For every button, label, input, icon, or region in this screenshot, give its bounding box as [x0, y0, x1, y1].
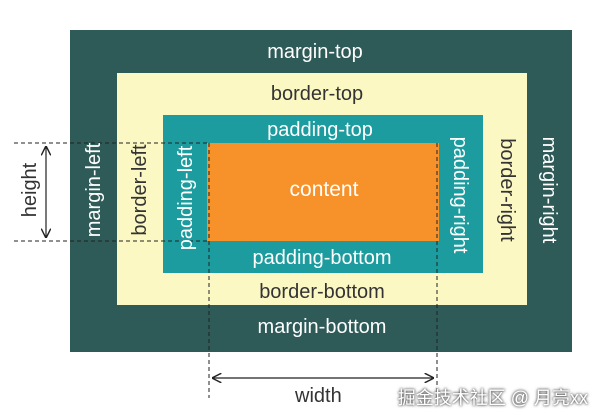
border-left-label: border-left [129, 144, 151, 236]
content-area [207, 143, 439, 241]
padding-left-label: padding-left [175, 145, 197, 251]
border-bottom-label: border-bottom [259, 281, 385, 303]
padding-bottom-label: padding-bottom [252, 247, 392, 269]
margin-top-label: margin-top [267, 41, 363, 63]
border-top-label: border-top [270, 83, 364, 105]
margin-right-label: margin-right [538, 136, 560, 244]
border-right-label: border-right [496, 138, 518, 242]
margin-bottom-label: margin-bottom [257, 316, 387, 338]
padding-right-label: padding-right [449, 136, 471, 254]
width-label: width [295, 385, 342, 407]
padding-top-label: padding-top [267, 119, 373, 141]
watermark: 掘金技术社区 @ 月亮xx [397, 388, 588, 408]
content-label: content [289, 178, 359, 201]
margin-left-label: margin-left [83, 142, 105, 238]
height-label: height [19, 162, 41, 218]
